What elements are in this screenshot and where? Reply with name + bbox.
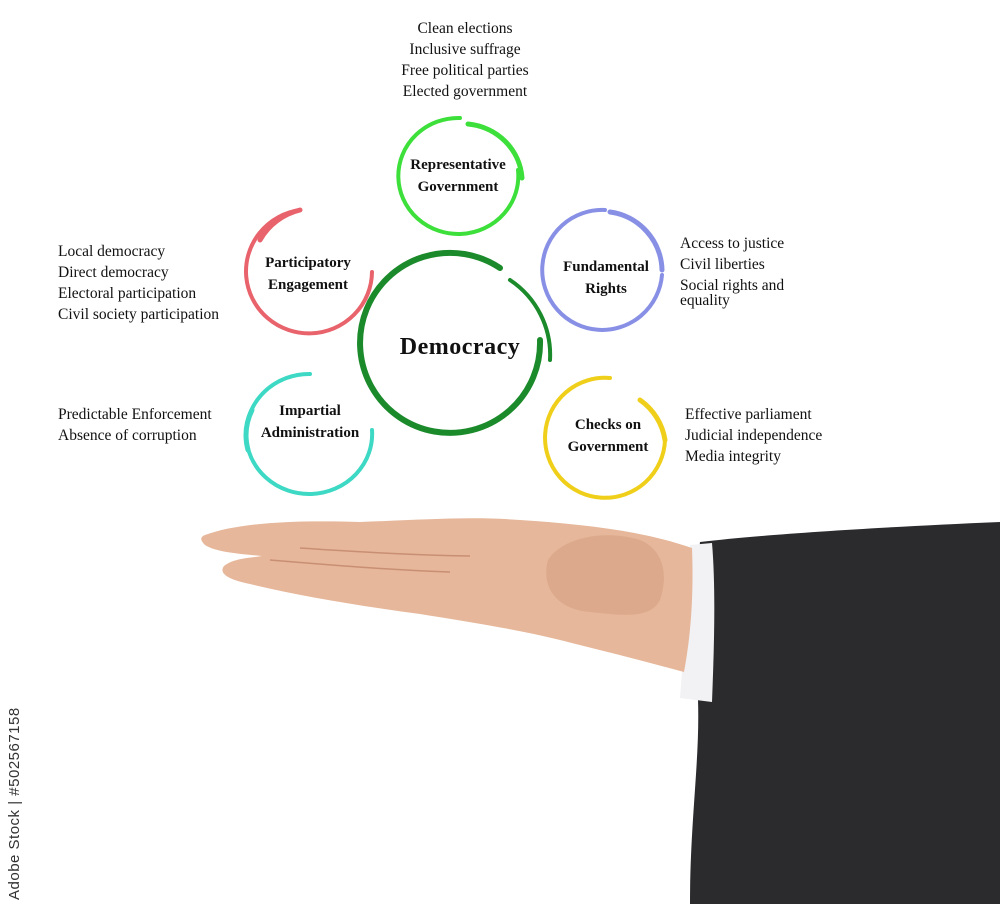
- node-label-line: Engagement: [238, 274, 378, 296]
- node-label-line: Government: [538, 436, 678, 458]
- sleeve: [690, 522, 1000, 904]
- node-label-fundamental: Fundamental Rights: [536, 256, 676, 300]
- node-label-line: Checks on: [538, 414, 678, 436]
- node-label-line: Fundamental: [536, 256, 676, 278]
- list-item: Elected government: [380, 81, 550, 102]
- list-item: Predictable Enforcement: [58, 404, 212, 425]
- center-label-text: Democracy: [400, 334, 520, 360]
- items-checks: Effective parliament Judicial independen…: [685, 404, 822, 467]
- list-item: Inclusive suffrage: [380, 39, 550, 60]
- items-impartial: Predictable Enforcement Absence of corru…: [58, 404, 212, 446]
- node-label-line: Rights: [536, 278, 676, 300]
- list-item: Media integrity: [685, 446, 822, 467]
- node-label-line: Impartial: [240, 400, 380, 422]
- list-item: Free political parties: [380, 60, 550, 81]
- hand-illustration: [201, 518, 1000, 904]
- items-participatory: Local democracy Direct democracy Elector…: [58, 241, 219, 325]
- node-label-line: Participatory: [238, 252, 378, 274]
- list-item: Access to justice: [680, 236, 820, 251]
- list-item: Direct democracy: [58, 262, 219, 283]
- node-label-line: Administration: [240, 422, 380, 444]
- list-item: Judicial independence: [685, 425, 822, 446]
- node-label-impartial: Impartial Administration: [240, 400, 380, 444]
- items-fundamental: Access to justice Civil liberties Social…: [680, 236, 820, 314]
- items-representative: Clean elections Inclusive suffrage Free …: [380, 18, 550, 102]
- node-label-participatory: Participatory Engagement: [238, 252, 378, 296]
- node-label-line: Representative: [388, 154, 528, 176]
- node-label-line: Government: [388, 176, 528, 198]
- center-label: Democracy: [370, 332, 550, 362]
- list-item: Civil liberties: [680, 257, 820, 272]
- list-item: Social rights and equality: [680, 278, 820, 308]
- list-item: Clean elections: [380, 18, 550, 39]
- list-item: Absence of corruption: [58, 425, 212, 446]
- list-item: Electoral participation: [58, 283, 219, 304]
- node-label-checks: Checks on Government: [538, 414, 678, 458]
- list-item: Civil society participation: [58, 304, 219, 325]
- list-item: Effective parliament: [685, 404, 822, 425]
- stock-id-watermark: Adobe Stock | #502567158: [6, 707, 23, 900]
- list-item: Local democracy: [58, 241, 219, 262]
- thumb: [546, 535, 664, 615]
- node-label-representative: Representative Government: [388, 154, 528, 198]
